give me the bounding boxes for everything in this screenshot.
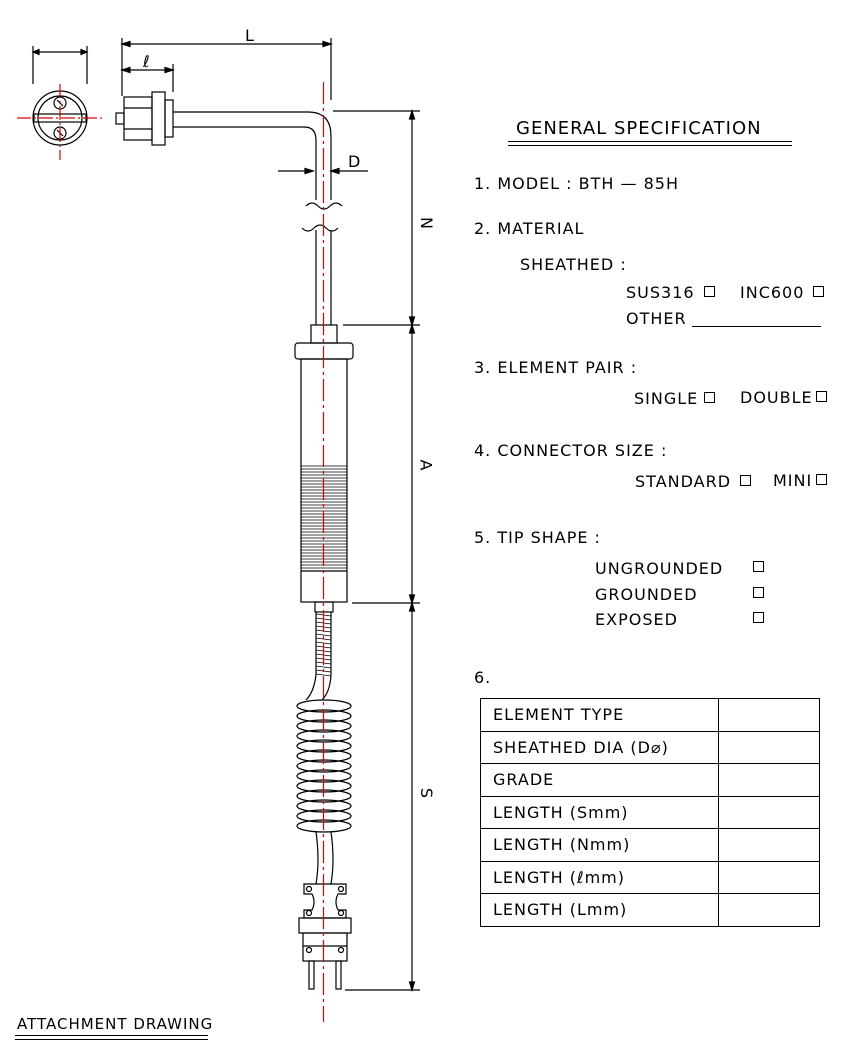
table-row-value[interactable] [718,795,820,829]
table-row-value[interactable] [718,730,820,764]
table-row-label: ELEMENT TYPE [480,698,719,732]
table-row-label: LENGTH (Lmm) [480,893,719,927]
footer-label: ATTACHMENT DRAWING [17,1015,214,1033]
tip-heading: 5. TIP SHAPE : [474,528,601,547]
connector-end-view [17,46,103,160]
checkbox-ungrounded[interactable] [753,561,764,572]
table-row: LENGTH (Nmm) [480,828,820,862]
checkbox-inc600[interactable] [813,286,824,297]
tip-exposed: EXPOSED [595,610,678,629]
footer-underline [15,1035,208,1037]
material-other-label: OTHER [626,309,687,328]
dim-L-label: L [245,26,255,45]
dim-N-label: N [416,217,436,230]
spec-title: GENERAL SPECIFICATION [516,118,762,139]
table-row-value[interactable] [718,828,820,862]
dim-l-label: ℓ [143,52,151,71]
checkbox-double[interactable] [816,391,827,402]
table-row-label: LENGTH (Nmm) [480,828,719,862]
dim-A-label: A [416,459,436,472]
spec-model: 1. MODEL : BTH — 85H [474,174,679,193]
table-row: SHEATHED DIA (D⌀) [480,730,820,764]
table-row-value[interactable] [718,860,820,894]
connector-heading: 4. CONNECTOR SIZE : [474,441,668,460]
checkbox-mini[interactable] [816,474,827,485]
title-underline [508,141,792,143]
table-row-value[interactable] [718,698,820,732]
table-row: GRADE [480,763,820,797]
connector-standard: STANDARD [635,472,732,491]
material-sub: SHEATHED : [520,255,627,274]
tip-grounded: GROUNDED [595,585,698,604]
dim-D-label: D [348,152,362,171]
material-option-inc600: INC600 [740,283,805,302]
connector-mini: MINI [773,471,813,490]
material-other-field[interactable] [692,326,821,328]
checkbox-standard[interactable] [740,475,751,486]
footer-underline-2 [15,1039,208,1041]
checkbox-sus316[interactable] [704,286,715,297]
table-row-value[interactable] [718,763,820,797]
table-row: ELEMENT TYPE [480,698,820,732]
element-pair-single: SINGLE [634,389,699,408]
table-row: LENGTH (Smm) [480,795,820,829]
material-option-sus316: SUS316 [626,283,695,302]
table-row-value[interactable] [718,893,820,927]
table-row: LENGTH (Lmm) [480,893,820,927]
dimension-lines [119,38,420,993]
dim-S-label: S [417,787,437,800]
material-heading: 2. MATERIAL [474,219,585,238]
table-number: 6. [474,668,492,687]
table-row-label: GRADE [480,763,719,797]
checkbox-grounded[interactable] [753,587,764,598]
table-row: LENGTH (ℓmm) [480,860,820,894]
checkbox-single[interactable] [704,392,715,403]
table-row-label: LENGTH (Smm) [480,795,719,829]
checkbox-exposed[interactable] [753,612,764,623]
table-row-label: SHEATHED DIA (D⌀) [480,730,719,764]
element-pair-heading: 3. ELEMENT PAIR : [474,358,638,377]
plug [298,883,352,990]
tip-ungrounded: UNGROUNDED [595,559,724,578]
element-pair-double: DOUBLE [740,388,813,407]
title-underline-2 [508,145,792,147]
probe-head [115,91,174,146]
sheath [173,111,343,325]
table-row-label: LENGTH (ℓmm) [480,860,719,894]
